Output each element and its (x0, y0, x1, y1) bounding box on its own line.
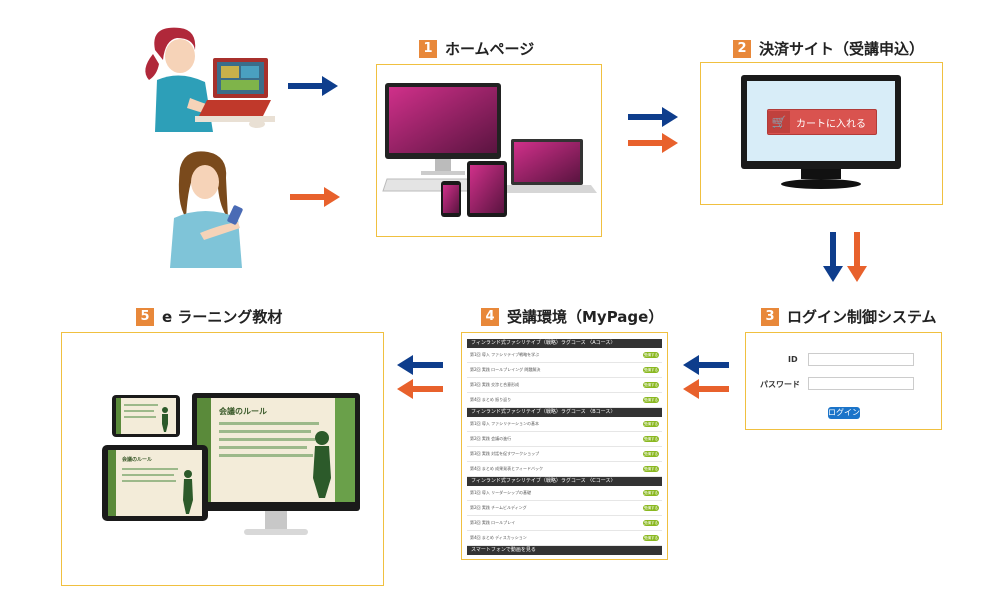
step-4-title: 4 受講環境（MyPage） (481, 306, 663, 327)
step-1-label: ホームページ (445, 40, 535, 58)
arrow-right-orange-smartphone (290, 187, 340, 207)
id-label: ID (788, 355, 798, 364)
elearning-slide-title: 会議のルール (219, 407, 267, 416)
step-4-label: 受講環境（MyPage） (507, 308, 664, 326)
arrow-down-blue-2-3 (823, 232, 843, 282)
person-smartphone-illustration (160, 148, 260, 268)
mypage-box: フィンランド式ファシリテイブ（戦略）ラグコース 〈Aコース〉 第1回 導入 ファ… (461, 332, 668, 560)
elearning-tablet-slide-title: 会議のルール (122, 457, 153, 463)
add-to-cart-button[interactable]: 🛒 カートに入れる (767, 109, 877, 135)
arrow-right-orange-1-2 (628, 133, 678, 153)
enroll-badge[interactable]: 受講する (643, 466, 659, 472)
mypage-row[interactable]: 第3回 実践 ロールプレイ受講する (467, 516, 662, 531)
enroll-badge[interactable]: 受講する (643, 367, 659, 373)
password-label: パスワード (760, 380, 800, 389)
elearning-box: 会議のルール 会議のルール (61, 332, 384, 586)
step-1-title: 1 ホームページ (419, 38, 534, 59)
enroll-badge[interactable]: 受講する (643, 490, 659, 496)
enroll-badge[interactable]: 受講する (643, 535, 659, 541)
arrow-left-orange-4-5 (397, 379, 443, 399)
step-1-number: 1 (419, 39, 437, 58)
payment-monitor-illustration: 🛒 カートに入れる (741, 75, 901, 195)
step-5-label: e ラーニング教材 (162, 308, 283, 326)
elearning-small-tablet (112, 395, 180, 437)
enroll-badge[interactable]: 受講する (643, 436, 659, 442)
step-2-number: 2 (733, 39, 751, 58)
multi-device-illustration (382, 83, 597, 217)
step-5-title: 5 e ラーニング教材 (136, 306, 282, 327)
password-input[interactable] (808, 377, 914, 390)
add-to-cart-label: カートに入れる (796, 118, 866, 130)
mypage-section-header-a: フィンランド式ファシリテイブ（戦略）ラグコース 〈Aコース〉 (467, 339, 662, 348)
mypage-row[interactable]: 第2回 実践 会議の進行受講する (467, 432, 662, 447)
homepage-box (376, 64, 602, 237)
step-2-label: 決済サイト（受講申込） (759, 40, 925, 58)
mypage-row[interactable]: 第1回 導入 ファシリテイブ戦略を学ぶ受講する (467, 348, 662, 363)
enroll-badge[interactable]: 受講する (643, 421, 659, 427)
step-3-label: ログイン制御システム (787, 308, 937, 326)
enroll-badge[interactable]: 受講する (643, 520, 659, 526)
arrow-down-orange-2-3 (847, 232, 867, 282)
mypage-row[interactable]: 第4回 まとめ 振り返り受講する (467, 393, 662, 408)
step-4-number: 4 (481, 307, 499, 326)
mypage-row[interactable]: 第2回 実践 チームビルディング受講する (467, 501, 662, 516)
mypage-row[interactable]: 第3回 実践 対話を促すワークショップ受講する (467, 447, 662, 462)
enroll-badge[interactable]: 受講する (643, 451, 659, 457)
enroll-badge[interactable]: 受講する (643, 397, 659, 403)
enroll-badge[interactable]: 受講する (643, 352, 659, 358)
step-3-number: 3 (761, 307, 779, 326)
arrow-left-blue-3-4 (683, 355, 729, 375)
mypage-row[interactable]: 第3回 実践 交渉と合意形成受講する (467, 378, 662, 393)
id-input[interactable] (808, 353, 914, 366)
person-laptop-illustration (135, 20, 275, 135)
mypage-section-header-b: フィンランド式ファシリテイブ（戦略）ラグコース 〈Bコース〉 (467, 408, 662, 417)
cart-icon: 🛒 (768, 111, 790, 133)
payment-site-box: 🛒 カートに入れる (700, 62, 943, 205)
mypage-row[interactable]: 第4回 まとめ 成果発表とフィードバック受講する (467, 462, 662, 477)
elearning-monitor: 会議のルール (192, 393, 360, 511)
mypage-row[interactable]: 第1回 導入 リーダーシップの基礎受講する (467, 486, 662, 501)
login-system-box: ID パスワード ログイン (745, 332, 942, 430)
step-5-number: 5 (136, 307, 154, 326)
login-button[interactable]: ログイン (828, 407, 860, 419)
mypage-row[interactable]: 第1回 導入 ファシリテーションの基本受講する (467, 417, 662, 432)
arrow-left-orange-3-4 (683, 379, 729, 399)
arrow-left-blue-4-5 (397, 355, 443, 375)
mypage-row[interactable]: 第2回 実践 ロールプレイング 問題解決受講する (467, 363, 662, 378)
step-3-title: 3 ログイン制御システム (761, 306, 937, 327)
step-2-title: 2 決済サイト（受講申込） (733, 38, 924, 59)
arrow-right-blue-1-2 (628, 107, 678, 127)
elearning-tablet: 会議のルール (102, 445, 208, 521)
mypage-row[interactable]: 第4回 まとめ ディスカッション受講する (467, 531, 662, 546)
enroll-badge[interactable]: 受講する (643, 382, 659, 388)
enroll-badge[interactable]: 受講する (643, 505, 659, 511)
arrow-right-blue-pc (288, 76, 338, 96)
mypage-section-header-c: フィンランド式ファシリテイブ（戦略）ラグコース 〈Cコース〉 (467, 477, 662, 486)
mypage-smartphone-link[interactable]: スマートフォンで動画を見る (467, 546, 662, 555)
